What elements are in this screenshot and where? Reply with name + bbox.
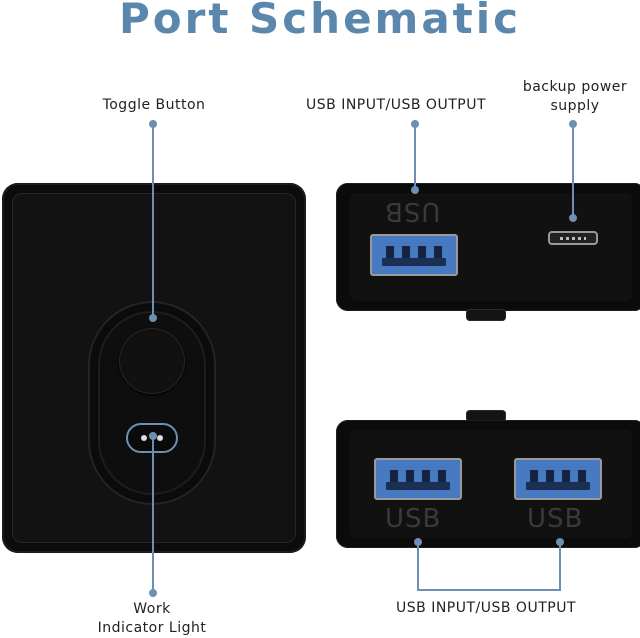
indicator-dot-right xyxy=(157,435,163,441)
side-bottom-nub xyxy=(466,410,506,422)
usb-tongue xyxy=(526,482,590,490)
usb-text-bottom-left: USB xyxy=(385,504,442,534)
usb-pin xyxy=(390,470,398,482)
usb-pin xyxy=(386,246,394,258)
backup-power-label: backup power supply xyxy=(500,78,640,116)
usb-pin xyxy=(406,470,414,482)
usb-bottom-label: USB INPUT/USB OUTPUT xyxy=(396,600,576,616)
device-front-view xyxy=(2,183,306,553)
usb-pin xyxy=(422,470,430,482)
usb-pin xyxy=(402,246,410,258)
toggle-button-label: Toggle Button xyxy=(102,97,206,113)
callout-dot xyxy=(569,120,577,128)
usb-pin xyxy=(578,470,586,482)
work-indicator-label-line1: Work xyxy=(133,601,171,617)
micro-usb-port xyxy=(548,231,598,245)
usb-tongue xyxy=(382,258,446,266)
usb-pin xyxy=(434,246,442,258)
usb-text-top: USB xyxy=(384,196,441,226)
usb-bottom-callout-line xyxy=(417,542,561,591)
callout-dot xyxy=(411,120,419,128)
usb-top-label: USB INPUT/USB OUTPUT xyxy=(306,97,486,113)
side-top-nub xyxy=(466,309,506,321)
usb-pin xyxy=(418,246,426,258)
indicator-dot-left xyxy=(141,435,147,441)
usb-pin xyxy=(530,470,538,482)
usb-port-bottom-left xyxy=(374,458,462,500)
callout-dot xyxy=(149,589,157,597)
backup-power-label-line1: backup power xyxy=(522,79,628,95)
work-indicator-light xyxy=(126,423,178,453)
usb-pin xyxy=(562,470,570,482)
page-title: Port Schematic xyxy=(118,0,522,43)
work-indicator-label: Work Indicator Light xyxy=(72,600,232,638)
usb-pin xyxy=(438,470,446,482)
backup-power-label-line2: supply xyxy=(550,98,600,114)
toggle-button xyxy=(119,328,185,394)
micro-usb-pins xyxy=(560,237,586,240)
usb-port-bottom-right xyxy=(514,458,602,500)
callout-dot xyxy=(149,120,157,128)
usb-port-top xyxy=(370,234,458,276)
work-indicator-label-line2: Indicator Light xyxy=(97,620,207,636)
usb-tongue xyxy=(386,482,450,490)
usb-pin xyxy=(546,470,554,482)
usb-text-bottom-right: USB xyxy=(527,504,584,534)
